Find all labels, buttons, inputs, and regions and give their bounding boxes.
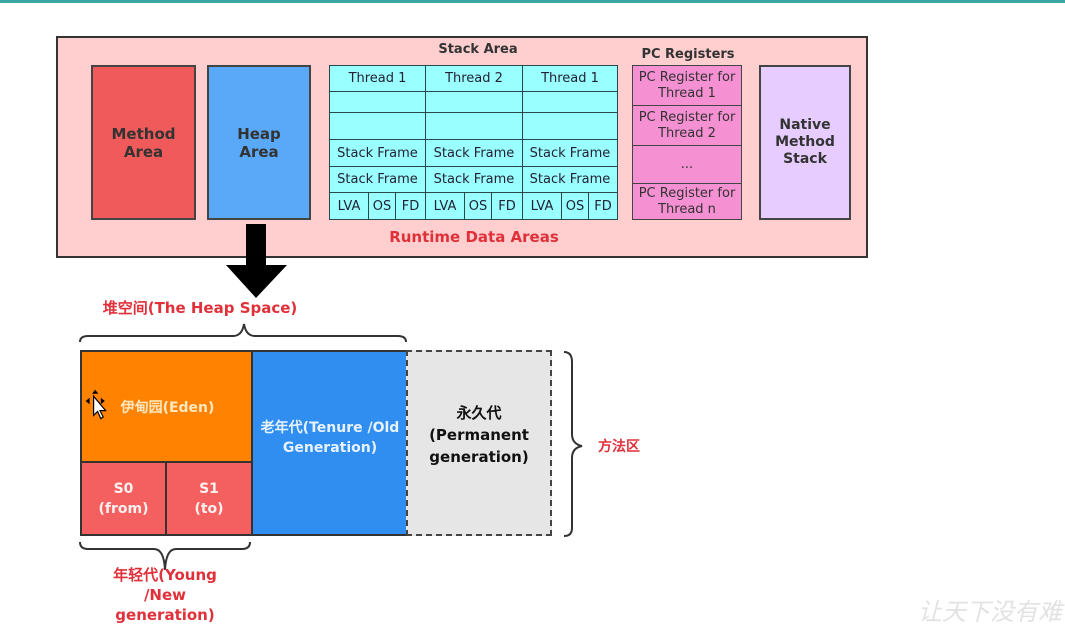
- fd-cell: FD: [395, 192, 426, 220]
- stack-frame: Stack Frame: [425, 139, 523, 167]
- young-line2: /New: [143, 586, 187, 604]
- fd-cell: FD: [491, 192, 523, 220]
- method-area: Method Area: [91, 65, 196, 220]
- method-zone-brace: [563, 351, 583, 537]
- runtime-title: Runtime Data Areas: [389, 228, 559, 246]
- method-zone-label: 方法区: [598, 439, 640, 455]
- os-cell: OS: [368, 192, 396, 220]
- lva-cell: LVA: [425, 192, 465, 220]
- eden-space: 伊甸园(Eden): [80, 350, 253, 463]
- thread-header: Thread 1: [522, 65, 618, 92]
- stack-cell: [522, 112, 618, 140]
- thread-header: Thread 1: [329, 65, 426, 92]
- old-line2: Generation): [282, 440, 378, 456]
- pc-register: PC Register for Thread 2: [632, 105, 742, 146]
- stack-cell: [329, 91, 426, 113]
- old-line1: 老年代(Tenure /Old: [260, 420, 400, 436]
- young-generation-label: 年轻代(Young/New generation): [90, 565, 240, 625]
- watermark: 让天下没有难: [918, 598, 1062, 626]
- pc-registers-title: PC Registers: [641, 46, 735, 62]
- stack-frame: Stack Frame: [329, 166, 426, 193]
- perm-line1: 永久代: [456, 404, 502, 422]
- down-arrow-icon: [226, 224, 287, 298]
- heap-space-title: 堆空间(The Heap Space): [102, 298, 298, 317]
- young-line1: 年轻代(Young: [113, 566, 217, 584]
- stack-frame: Stack Frame: [425, 166, 523, 193]
- pc-register: PC Register for Thread 1: [632, 65, 742, 106]
- permanent-generation: 永久代 (Permanent generation): [406, 350, 552, 536]
- stack-cell: [425, 112, 523, 140]
- os-cell: OS: [464, 192, 492, 220]
- thread-header: Thread 2: [425, 65, 523, 92]
- heap-space-brace: [79, 323, 407, 343]
- stack-cell: [329, 112, 426, 140]
- s0-sub: (from): [98, 500, 149, 517]
- stack-area: Thread 1 Thread 2 Thread 1 Stack Frame S…: [329, 65, 618, 220]
- stack-cell: [425, 91, 523, 113]
- s1-name: S1: [199, 480, 219, 497]
- pc-register: ...: [632, 145, 742, 184]
- eden-label: 伊甸园(Eden): [120, 399, 215, 416]
- top-border: [0, 0, 1065, 3]
- survivor-s0: S0 (from): [80, 461, 167, 536]
- os-cell: OS: [561, 192, 589, 220]
- lva-cell: LVA: [329, 192, 369, 220]
- native-method-stack: Native Method Stack: [759, 65, 851, 220]
- young-line3: generation): [115, 606, 215, 624]
- pc-register: PC Register for Thread n: [632, 183, 742, 220]
- perm-line3: generation): [429, 448, 529, 466]
- s0-name: S0: [113, 480, 134, 497]
- lva-cell: LVA: [522, 192, 562, 220]
- young-generation-brace: [79, 541, 251, 571]
- stack-area-title: Stack Area: [438, 41, 518, 57]
- stack-frame: Stack Frame: [329, 139, 426, 167]
- stack-frame: Stack Frame: [522, 166, 618, 193]
- s1-sub: (to): [194, 500, 224, 517]
- heap-area: Heap Area: [207, 65, 311, 220]
- stack-cell: [522, 91, 618, 113]
- perm-line2: (Permanent: [429, 426, 529, 444]
- fd-cell: FD: [588, 192, 618, 220]
- stack-frame: Stack Frame: [522, 139, 618, 167]
- move-cursor-icon: [85, 389, 107, 420]
- survivor-s1: S1 (to): [165, 461, 253, 536]
